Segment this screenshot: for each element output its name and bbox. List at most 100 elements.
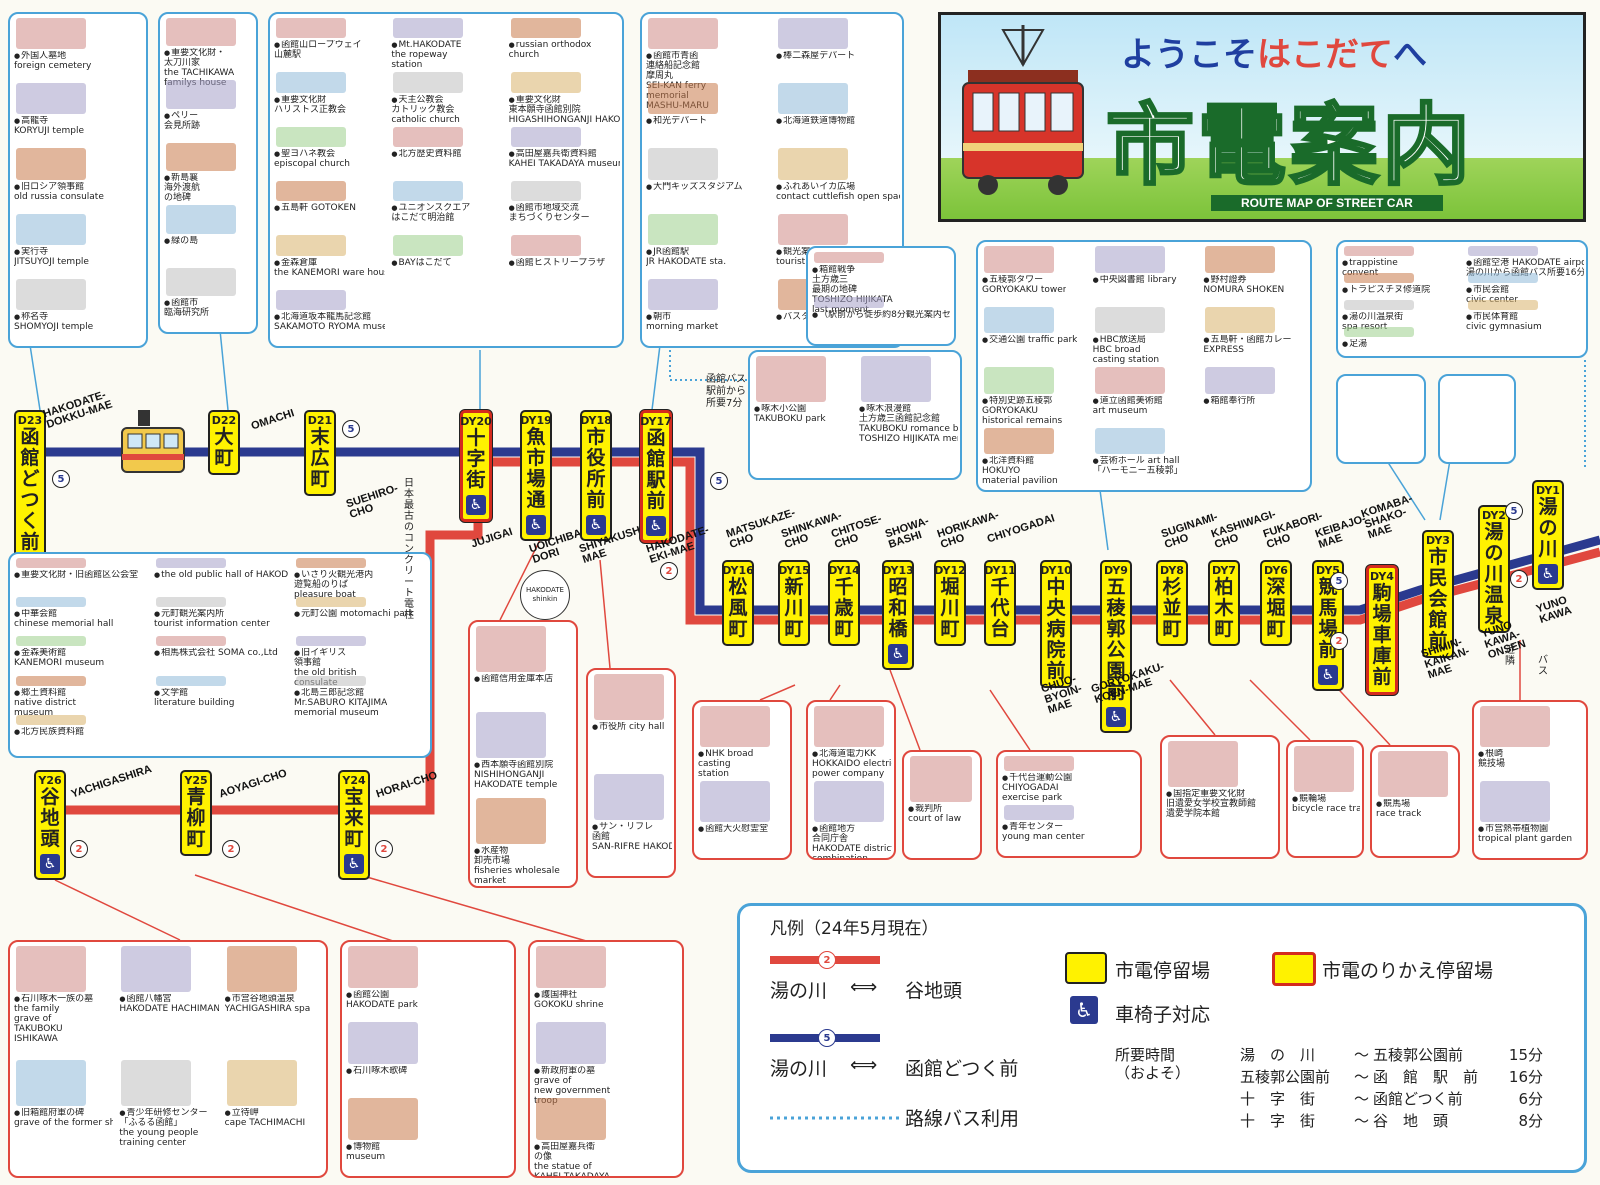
title-sub: ROUTE MAP OF STREET CAR (1211, 195, 1443, 211)
landmark-label: 函館市 臨海研究所 (164, 298, 209, 318)
landmark-illustration (16, 83, 86, 115)
landmark-label: 足湯 (1342, 339, 1367, 349)
route-number-badge: 5 (710, 472, 728, 490)
station-name: 十字街 (466, 427, 486, 491)
landmark-illustration (393, 235, 464, 256)
landmark-label: 棒二森屋デパート (776, 51, 855, 61)
landmark-illustration (594, 774, 664, 820)
landmark-box-h3 (1438, 374, 1516, 464)
station-name: 五稜郭公園前 (1106, 576, 1126, 703)
legend-stop-swatch (1065, 952, 1107, 984)
route-number-badge: 5 (52, 470, 70, 488)
landmark-label: 函館公園 HAKODATE park (346, 990, 418, 1010)
landmark-label: 函館市地域交流 まちづくりセンター (509, 203, 590, 223)
landmark-illustration (226, 946, 297, 992)
station-code: DY12 (934, 564, 966, 577)
landmark-label: 和光デパート (646, 116, 707, 126)
landmark-illustration (984, 306, 1054, 333)
station-code: DY3 (1426, 534, 1450, 547)
landmark-illustration (16, 558, 86, 568)
landmark-label: 北洋資料館 HOKUYO material pavilion (982, 456, 1058, 486)
landmark-illustration (1344, 300, 1414, 310)
route-number-badge: 2 (222, 840, 240, 858)
landmark-label: 函館八幡宮 HAKODATE HACHIMAN shrine (119, 994, 218, 1014)
legend-time-to: 五稜郭公園前 (1373, 1046, 1464, 1064)
legend-panel: 凡例（24年5月現在） 2 5 湯の川 ⟺ 谷地頭 湯の川 ⟺ 函館どつく前 路… (737, 903, 1587, 1173)
landmark-illustration (348, 1098, 418, 1140)
landmark-illustration (16, 18, 86, 50)
landmark-label: 国指定重要文化財 旧遺愛女学校宣教師館 遺愛学院本館 (1166, 789, 1256, 819)
landmark-illustration (778, 18, 848, 50)
station-code: DY20 (460, 415, 492, 428)
landmark-label: 北島三郎記念館 Mr.SABURO KITAJIMA memorial muse… (294, 688, 387, 718)
station-name: 中央病院前 (1046, 576, 1066, 682)
landmark-label: 五島軒 GOTOKEN (274, 203, 356, 213)
landmark-label: 道立函館美術館 art museum (1093, 396, 1163, 416)
landmark-label: サン・リフレ 函館 SAN-RIFRE HAKODATE (592, 822, 672, 852)
wheelchair-icon: ♿ (1318, 665, 1338, 685)
station-code: DY13 (882, 564, 914, 577)
landmark-box-n: 裁判所 court of law (902, 750, 982, 860)
station-name: 昭和橋 (888, 576, 908, 640)
landmark-label: 博物館 museum (346, 1142, 385, 1162)
landmark-illustration (648, 213, 718, 245)
landmark-illustration (166, 142, 236, 172)
landmark-illustration (510, 126, 581, 147)
station-name: 深堀町 (1266, 576, 1286, 640)
legend-time-from: 十 字 街 (1240, 1090, 1316, 1108)
station-code: D21 (307, 414, 333, 427)
legend-stop-label: 市電停留場 (1115, 960, 1211, 982)
landmark-illustration (276, 72, 346, 93)
station-code: DY10 (1040, 564, 1072, 577)
legend-time-label: 所要時間 （およそ） (1115, 1046, 1191, 1082)
landmark-illustration (16, 148, 86, 180)
legend-transfer-swatch (1272, 952, 1316, 986)
landmark-label: 元町観光案内所 tourist information center (154, 609, 270, 629)
landmark-illustration (648, 83, 718, 115)
landmark-illustration (648, 278, 718, 310)
station-name: 大町 (214, 426, 234, 469)
landmark-label: 市営熱帯植物園 tropical plant garden (1478, 824, 1572, 844)
landmark-box-p: 国指定重要文化財 旧遺愛女学校宣教師館 遺愛学院本館 (1160, 735, 1280, 859)
legend-time-sep: 〜 (1354, 1068, 1370, 1086)
landmark-illustration (984, 367, 1054, 394)
station-name: 谷地頭 (40, 786, 60, 850)
landmark-box-f: 啄木小公園 TAKUBOKU park啄木浪漫館 土方歳三函館記念館 TAKUB… (748, 350, 962, 480)
concrete-pole-note: 日本最古のコンクリート電柱 (404, 478, 414, 621)
landmark-label: 交通公園 traffic park (982, 335, 1077, 345)
station-code: DY2 (1482, 509, 1506, 522)
landmark-illustration (16, 1060, 86, 1106)
landmark-illustration (348, 946, 418, 988)
landmark-illustration (156, 597, 226, 608)
landmark-label: 朝市 morning market (646, 312, 718, 332)
landmark-illustration (536, 1098, 606, 1140)
route-number-badge: 2 (1510, 570, 1528, 588)
landmark-illustration (1294, 746, 1354, 792)
